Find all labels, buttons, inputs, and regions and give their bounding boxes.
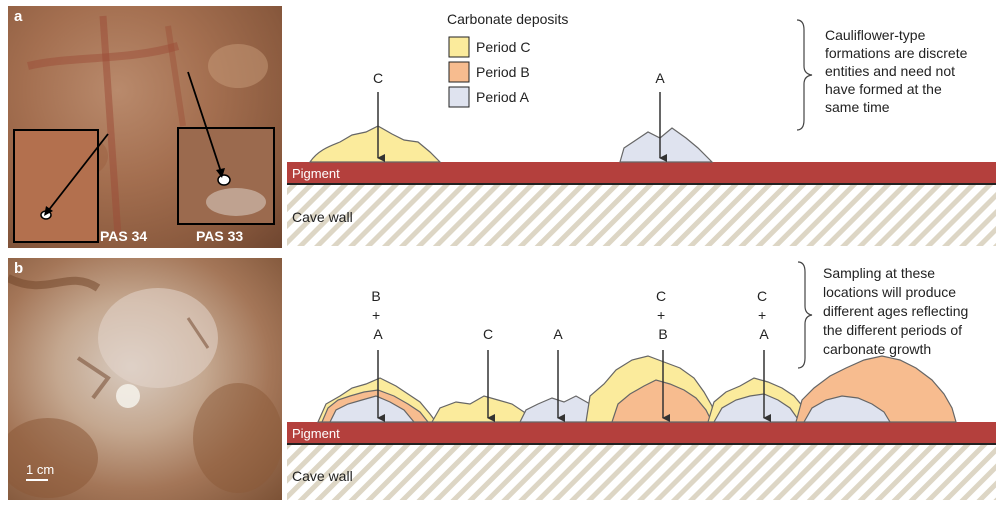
note-top: Cauliflower-type formations are discrete…	[825, 27, 971, 115]
note-top-line: Cauliflower-type	[825, 27, 926, 43]
bottom-diagram: B + A C A C + B C + A Pigment Cave wall …	[287, 262, 996, 500]
marker-bottom-4: C + B	[656, 288, 670, 342]
marker-bottom-5-line: A	[759, 326, 769, 342]
note-top-line: same time	[825, 99, 890, 115]
marker-top-c: C	[373, 70, 383, 86]
marker-bottom-5-line: +	[758, 307, 766, 323]
marker-bottom-4-line: C	[656, 288, 666, 304]
deposit-top-a	[620, 128, 712, 162]
legend-label-period-c: Period C	[476, 39, 530, 55]
marker-bottom-4-line: B	[658, 326, 667, 342]
marker-bottom-3-line: A	[553, 326, 563, 342]
note-bottom-line: the different periods of	[823, 322, 962, 338]
note-bottom-line: locations will produce	[823, 284, 956, 300]
note-bottom-line: different ages reflecting	[823, 303, 968, 319]
legend-label-period-a: Period A	[476, 89, 530, 105]
cave-wall-label-top: Cave wall	[292, 209, 353, 225]
pigment-label-bottom: Pigment	[292, 426, 340, 441]
legend-swatch-period-b	[449, 62, 469, 82]
deposit-bottom-2-c	[432, 396, 530, 422]
marker-top-a: A	[655, 70, 665, 86]
pigment-layer-top	[287, 162, 996, 183]
cave-wall-top	[287, 184, 996, 246]
note-bottom-line: Sampling at these	[823, 265, 935, 281]
legend-label-period-b: Period B	[476, 64, 530, 80]
marker-bottom-2-line: C	[483, 326, 493, 342]
marker-bottom-5: C + A	[757, 288, 771, 342]
legend-swatch-period-a	[449, 87, 469, 107]
deposit-top-c	[310, 126, 440, 162]
note-top-line: entities and need not	[825, 63, 955, 79]
cave-wall-label-bottom: Cave wall	[292, 468, 353, 484]
marker-bottom-1-line: +	[372, 307, 380, 323]
note-bottom-line: carbonate growth	[823, 341, 931, 357]
marker-bottom-1-line: A	[373, 326, 383, 342]
legend-swatch-period-c	[449, 37, 469, 57]
marker-bottom-2: C	[483, 326, 493, 342]
brace-bottom	[798, 262, 812, 368]
top-diagram: C A Pigment Cave wall Cauliflower-type f…	[287, 20, 996, 246]
cave-wall-bottom	[287, 444, 996, 500]
marker-bottom-4-line: +	[657, 307, 665, 323]
pigment-layer-bottom	[287, 422, 996, 443]
marker-bottom-5-line: C	[757, 288, 767, 304]
marker-bottom-1: B + A	[371, 288, 384, 342]
marker-bottom-1-line: B	[371, 288, 380, 304]
note-top-line: formations are discrete	[825, 45, 968, 61]
note-top-line: have formed at the	[825, 81, 942, 97]
pigment-label-top: Pigment	[292, 166, 340, 181]
brace-top	[797, 20, 812, 130]
marker-bottom-3: A	[553, 326, 563, 342]
note-bottom: Sampling at these locations will produce…	[823, 265, 972, 357]
legend-title: Carbonate deposits	[447, 11, 568, 27]
